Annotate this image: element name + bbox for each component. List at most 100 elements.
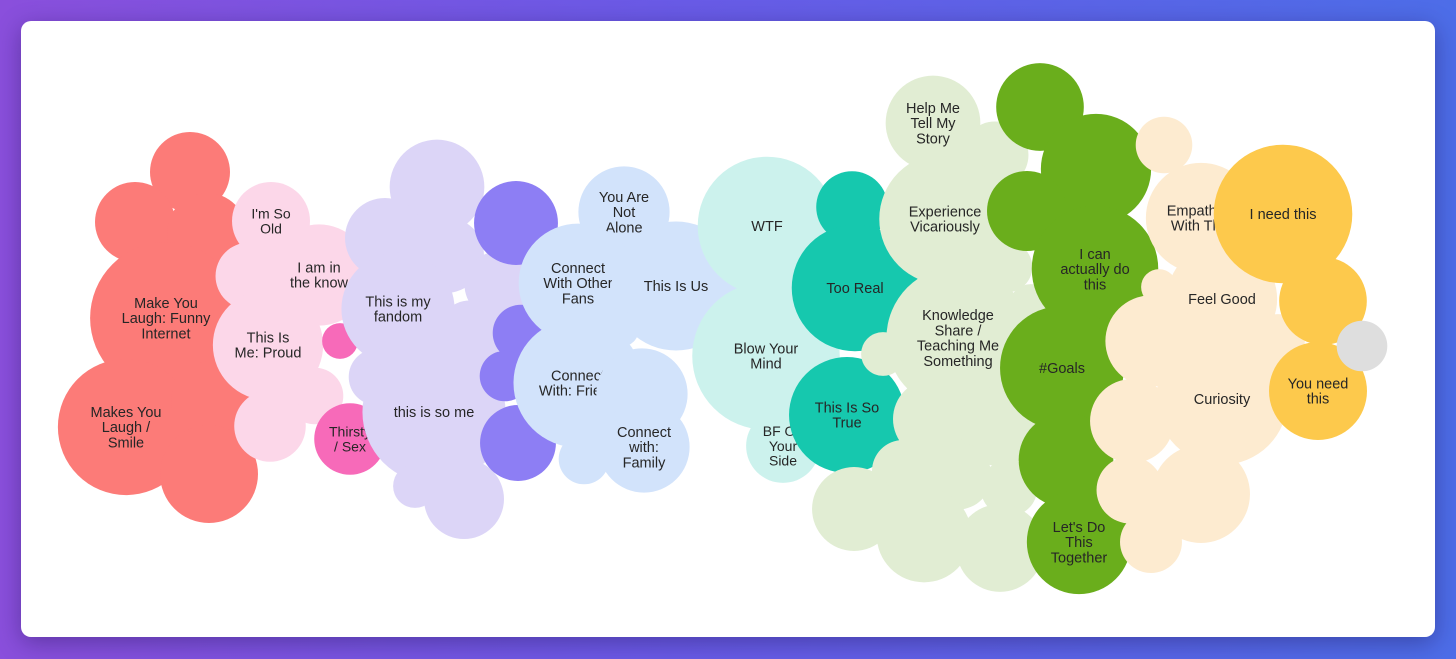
- bubble-circle: [424, 459, 504, 539]
- bubble-circle: [1152, 445, 1250, 543]
- bubble-label: Too Real: [826, 281, 883, 297]
- bubble-label: I need this: [1250, 207, 1317, 223]
- bubble-circle: [1031, 205, 1159, 333]
- bubble-circle: [150, 132, 230, 212]
- bubble: [150, 132, 230, 212]
- bubble: [1040, 113, 1152, 225]
- bubble-circle: [1279, 257, 1367, 345]
- bubble-circle: [362, 340, 506, 484]
- bubble: [160, 425, 258, 523]
- bubble-label: Curiosity: [1194, 392, 1251, 408]
- bubble: #Goals: [1000, 306, 1124, 430]
- bubble-circle: [1090, 379, 1174, 463]
- bubble-label: #Goals: [1039, 361, 1085, 377]
- bubble-circle: [1120, 511, 1182, 573]
- bubble-circle: [234, 390, 306, 462]
- bubble: this is so me: [362, 340, 506, 484]
- bubble-circle: [789, 357, 905, 473]
- bubble: [1120, 511, 1182, 573]
- bubble-circle: [861, 332, 905, 376]
- bubble-circle: [95, 182, 175, 262]
- bubble-circle: [885, 75, 981, 171]
- bubble: [893, 379, 973, 459]
- bubble-circle: [879, 153, 1011, 285]
- bubble: [234, 390, 306, 462]
- bubble: [1279, 257, 1367, 345]
- bubble: [1090, 379, 1174, 463]
- bubble-circle: [518, 223, 638, 343]
- bubble-circle: [816, 171, 888, 243]
- bubble-label: This Is Us: [644, 279, 708, 295]
- bubble: Curiosity: [1156, 333, 1288, 465]
- bubble: [816, 171, 888, 243]
- bubble: I need this: [1213, 144, 1353, 284]
- bubble-circle: [1213, 144, 1353, 284]
- bubble-label: Feel Good: [1188, 292, 1256, 308]
- bubble-circle: [341, 252, 455, 366]
- bubble-circle: [893, 379, 973, 459]
- bubble-circle: [558, 433, 610, 485]
- bubble-circle: [886, 266, 1030, 410]
- bubble: [1096, 456, 1164, 524]
- bubble-circle: [1269, 342, 1367, 440]
- bubble-circle: [812, 467, 896, 551]
- bubble: [558, 433, 610, 485]
- bubble-circle: [1156, 333, 1288, 465]
- bubble-circle: [1096, 456, 1164, 524]
- bubble-circle: [90, 242, 242, 394]
- bubble-circle: [1026, 489, 1132, 595]
- bubble-circle: [791, 224, 919, 352]
- bubble: [812, 467, 896, 551]
- bubble: [424, 459, 504, 539]
- bubble-circle: [212, 289, 324, 401]
- bubble-circle: [1040, 113, 1152, 225]
- bubble: [1135, 116, 1193, 174]
- bubble: [1018, 412, 1114, 508]
- bubble: [1336, 320, 1388, 372]
- bubble-label: WTF: [751, 219, 783, 235]
- bubble-circle: [57, 358, 195, 496]
- bubble: [876, 487, 972, 583]
- bubble-label: Thirsty/ Sex: [329, 424, 371, 455]
- bubble-circle: [956, 504, 1044, 592]
- bubble-circle: [1000, 306, 1124, 430]
- bubble-circle: [1135, 116, 1193, 174]
- bubble-label: this is so me: [394, 405, 475, 421]
- bubble-circle: [160, 425, 258, 523]
- bubble: Too Real: [791, 224, 919, 352]
- bubble-circle: [464, 251, 532, 319]
- bubble: [464, 251, 532, 319]
- bubble-circle: [598, 401, 690, 493]
- bubble-circle: [1018, 412, 1114, 508]
